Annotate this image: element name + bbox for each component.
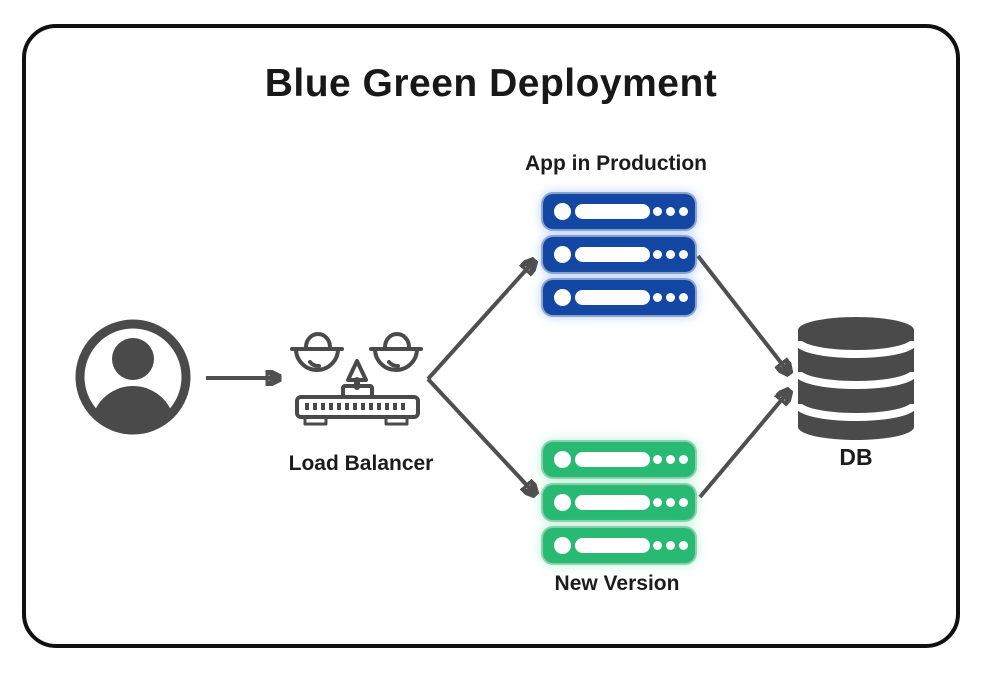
production-server-stack [543,194,695,315]
load-balancer-label: Load Balancer [288,452,434,475]
server-ports [653,250,688,259]
database-label: DB [839,444,873,470]
server-ports [653,207,688,216]
user-node [72,316,194,438]
server-led-circle [554,494,571,511]
database-icon [794,317,918,440]
server-icon [543,194,695,229]
server-slot [575,204,650,219]
server-ports [653,498,688,507]
server-led-circle [554,451,571,468]
server-slot [575,452,650,467]
server-ports [653,541,688,550]
server-led-circle [554,289,571,306]
server-led-circle [554,246,571,263]
new-version-stack-label: New Version [554,572,680,595]
server-ports [653,293,688,302]
server-icon [543,280,695,315]
server-icon [543,485,695,520]
server-slot [575,290,650,305]
load-balancer-node [286,320,436,428]
server-icon [543,442,695,477]
server-icon [543,528,695,563]
server-slot [575,247,650,262]
page-title: Blue Green Deployment [264,62,718,105]
server-led-circle [554,537,571,554]
user-icon [75,319,191,435]
new-version-server-stack [543,442,695,563]
server-ports [653,455,688,464]
server-icon [543,237,695,272]
database-node [794,317,918,443]
server-slot [575,538,650,553]
production-stack-label: App in Production [525,152,707,175]
server-led-circle [554,203,571,220]
server-slot [575,495,650,510]
load-balancer-icon [290,332,423,426]
